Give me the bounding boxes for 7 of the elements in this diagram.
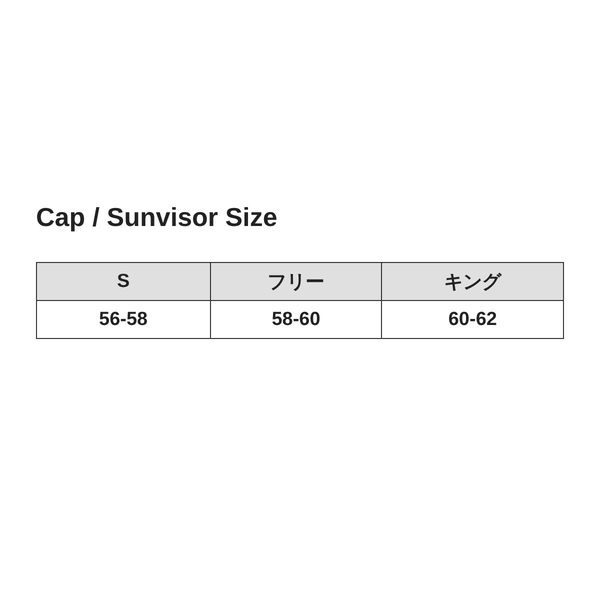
column-header: キング (382, 262, 564, 300)
table-cell: 58-60 (210, 300, 382, 338)
table-cell: 60-62 (382, 300, 564, 338)
column-header: フリー (210, 262, 382, 300)
column-header: S (36, 262, 210, 300)
table-cell: 56-58 (36, 300, 210, 338)
table-title: Cap / Sunvisor Size (36, 201, 278, 234)
